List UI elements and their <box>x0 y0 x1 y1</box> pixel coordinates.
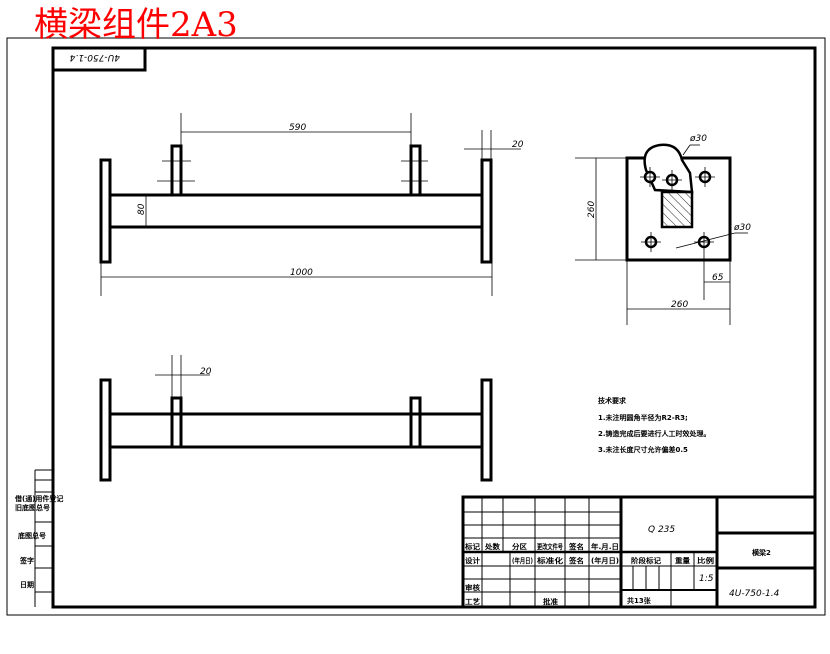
strip-base-no: 底图总号 <box>18 531 46 540</box>
tb-date2: (年月日) <box>591 556 619 565</box>
tech-requirements: 技术要求 1.未注明圆角半径为R2-R3; 2.铸造完成后要进行人工时效处理。 … <box>598 396 711 454</box>
dia-30-hole: ø30 <box>733 223 751 233</box>
tb-header: 签名 <box>568 542 584 551</box>
side-view <box>575 143 748 325</box>
overlay-title: 横梁组件2A3 <box>34 5 238 45</box>
strip-reg: 借(通)用件登记 <box>14 494 63 503</box>
tb-review: 审核 <box>465 583 480 592</box>
tb-part-name: 横梁2 <box>752 548 771 557</box>
side-strip <box>34 469 53 607</box>
tech-req-item: 1.未注明圆角半径为R2-R3; <box>598 413 688 422</box>
dim-590: 590 <box>289 123 306 133</box>
outer-border <box>6 37 826 616</box>
tb-approve: 批准 <box>543 597 558 606</box>
tb-sign: 签名 <box>568 556 584 565</box>
top-view <box>99 113 521 296</box>
tb-header: 分区 <box>512 542 527 551</box>
tb-date1: (年月日) <box>512 556 533 565</box>
tb-design: 设计 <box>465 556 480 565</box>
dim-260-horizontal: 260 <box>671 300 688 310</box>
strip-date: 日期 <box>20 580 34 589</box>
mirrored-code: 4U-750-1.4 <box>69 52 120 62</box>
tech-req-heading: 技术要求 <box>598 396 627 405</box>
title-block <box>461 495 817 609</box>
bottom-view <box>99 355 493 482</box>
dia-30-top: ø30 <box>689 134 707 144</box>
dim-260-vertical: 260 <box>587 201 597 218</box>
tb-material: Q 235 <box>648 525 675 535</box>
tb-scale: 1:5 <box>699 574 714 584</box>
dim-20-top: 20 <box>512 140 524 150</box>
strip-old-no: 旧底图总号 <box>15 503 50 512</box>
tb-drawing-no: 4U-750-1.4 <box>729 589 780 599</box>
dim-20-bottom: 20 <box>200 367 212 377</box>
tb-sheets: 共13张 <box>627 596 652 605</box>
code-box <box>51 46 147 72</box>
strip-sign: 签字 <box>19 556 34 565</box>
tb-weight: 重量 <box>675 556 690 565</box>
tb-stage: 阶段标记 <box>631 556 661 565</box>
tb-scale-label: 比例 <box>697 556 714 565</box>
tb-header: 标记 <box>464 542 480 551</box>
dim-1000: 1000 <box>290 268 313 278</box>
dim-65: 65 <box>712 273 724 283</box>
dim-80: 80 <box>137 203 147 215</box>
tb-header: 更改文件号 <box>537 542 563 551</box>
tb-header: 年.月.日 <box>591 542 619 551</box>
tech-req-item: 3.未注长度尺寸允许偏差0.5 <box>598 445 688 454</box>
inner-frame <box>51 46 817 609</box>
tb-header: 处数 <box>484 542 501 551</box>
tb-standard: 标准化 <box>536 556 563 565</box>
tech-req-item: 2.铸造完成后要进行人工时效处理。 <box>598 429 711 438</box>
tb-process: 工艺 <box>465 597 480 606</box>
